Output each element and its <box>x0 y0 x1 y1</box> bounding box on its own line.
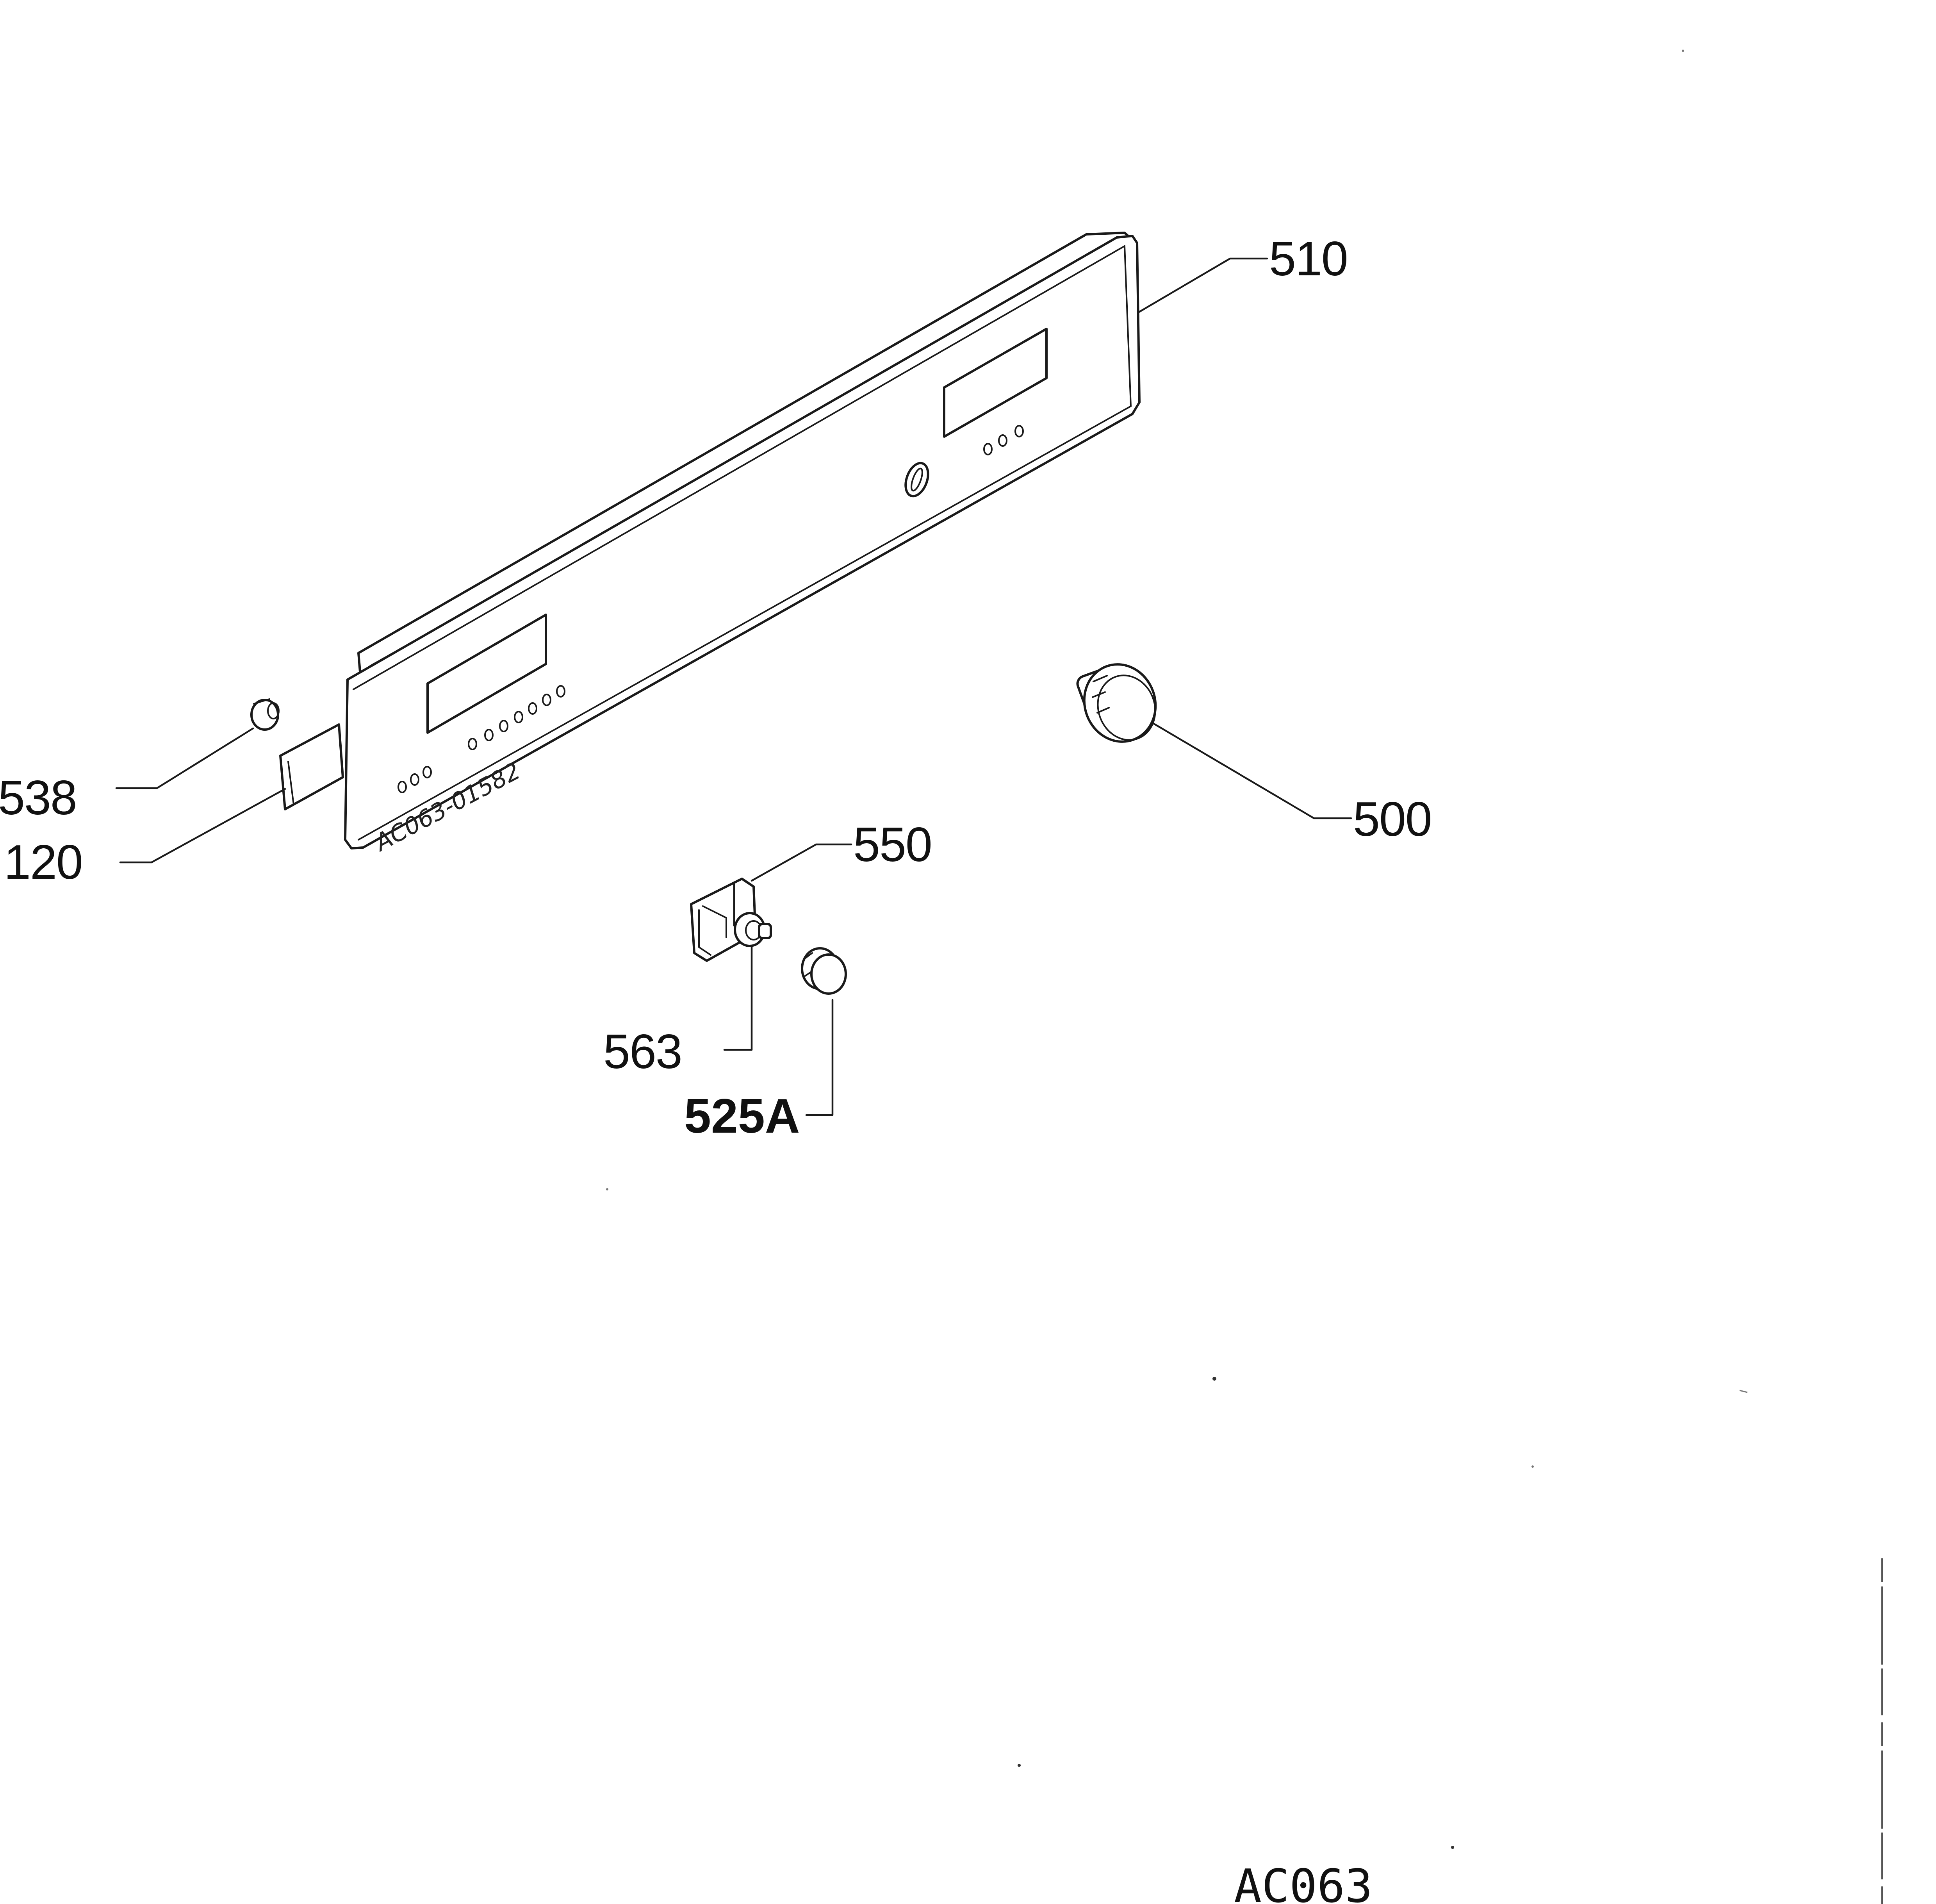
drawing-code-text: AC063 <box>1234 1859 1373 1904</box>
control-panel-drawing: AC063-01582 <box>344 232 1141 857</box>
leader-525a <box>805 999 834 1116</box>
part-label-510: 510 <box>1269 232 1348 286</box>
panel-buttons-left <box>398 685 565 793</box>
lamp-563-drawing <box>734 912 772 947</box>
part-label-563: 563 <box>603 1025 682 1079</box>
leader-lines <box>115 257 1352 1116</box>
leader-538 <box>115 727 254 789</box>
part-labels: 510 500 550 538 120 563 525A <box>0 232 1432 1143</box>
part-label-500: 500 <box>1353 792 1431 846</box>
part-label-550: 550 <box>853 818 932 872</box>
leader-120 <box>119 788 286 864</box>
leader-510 <box>1137 257 1268 314</box>
part-label-538: 538 <box>0 771 77 825</box>
leader-500 <box>1151 721 1352 819</box>
strip-120-drawing <box>279 723 344 810</box>
leader-563 <box>723 946 753 1051</box>
panel-buttons-right <box>983 425 1024 455</box>
knob-500-drawing <box>1076 663 1157 743</box>
leader-550 <box>751 843 852 882</box>
bulb-538-drawing <box>250 698 280 731</box>
scan-border-right <box>606 50 1883 1904</box>
part-label-120: 120 <box>4 835 82 889</box>
cap-525a-drawing <box>801 947 847 995</box>
part-label-525a: 525A <box>684 1089 800 1143</box>
knob-hole <box>904 462 929 498</box>
